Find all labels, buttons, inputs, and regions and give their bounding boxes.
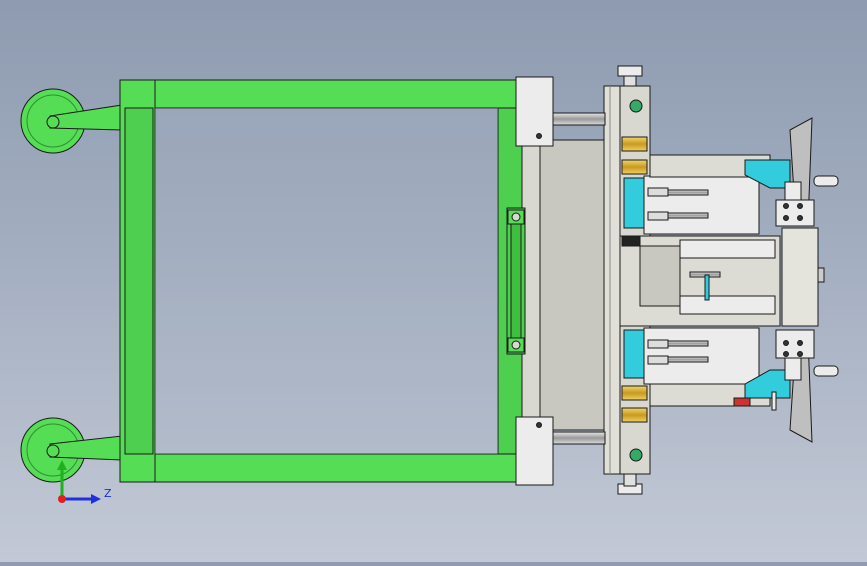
green-frame[interactable] (119, 79, 523, 483)
caster-wheel-top[interactable] (20, 88, 123, 154)
red-knob[interactable] (733, 397, 751, 407)
axis-z-label: Z (104, 487, 112, 500)
top-stud (617, 65, 643, 495)
handle-icon[interactable] (506, 207, 526, 355)
x-axis-icon (58, 495, 66, 503)
fixture-assembly[interactable] (619, 85, 825, 475)
toggle-clamp-bottom[interactable] (771, 329, 839, 443)
mount-block-top[interactable] (515, 76, 606, 147)
mount-block-bottom[interactable] (515, 416, 606, 486)
coordinate-triad: Z (57, 460, 112, 504)
toggle-clamp-top[interactable] (775, 117, 839, 227)
caster-wheel-bottom[interactable] (20, 417, 123, 483)
base-plate[interactable] (521, 85, 623, 475)
frame-opening (155, 108, 498, 454)
